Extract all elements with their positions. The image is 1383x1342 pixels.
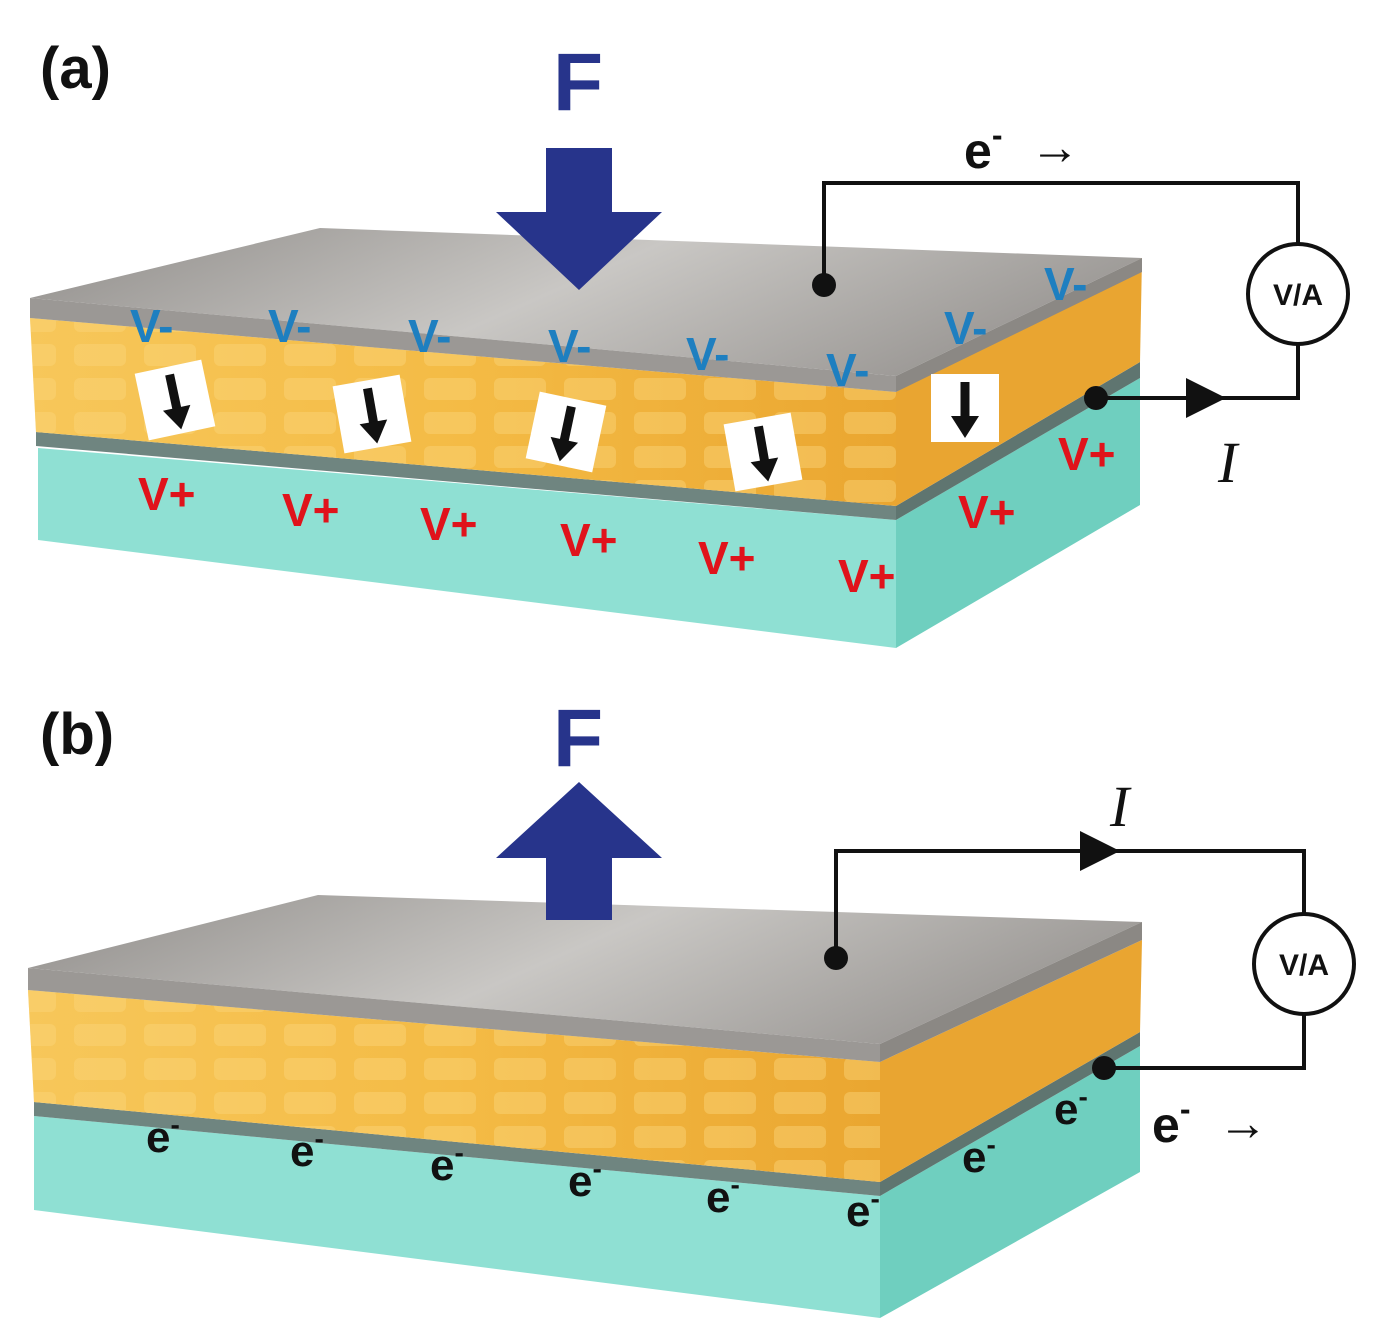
substrate-front	[38, 448, 896, 648]
panel-a: (a) F	[30, 36, 1350, 648]
bottom-contact-a	[1084, 386, 1108, 410]
top-electrode-front	[28, 968, 880, 1062]
dipole-4	[723, 412, 803, 492]
positive-charge: V+	[282, 484, 340, 536]
electron: e-	[430, 1137, 464, 1190]
voltmeter-a	[1246, 242, 1350, 346]
electron-flow-label-a: e-	[964, 117, 1002, 179]
force-arrow-up	[496, 782, 662, 920]
electron: e-	[290, 1123, 324, 1176]
top-electrode-surface	[30, 228, 1142, 376]
electron: e-	[846, 1183, 880, 1236]
panel-b: (b) F e- e- e- e- e- e- e- e-	[28, 693, 1356, 1318]
piezo-layer-texture	[28, 990, 880, 1182]
meter-label-a: V/A	[1273, 279, 1323, 312]
current-arrow-b	[1080, 831, 1120, 871]
top-electrode-front	[30, 298, 896, 392]
electron-flow-arrow-b: →	[1218, 1095, 1268, 1151]
force-arrow-down	[496, 148, 662, 290]
panel-b-label: (b)	[40, 702, 114, 767]
negative-charge: V-	[826, 344, 869, 396]
electron: e-	[1054, 1081, 1088, 1134]
electron: e-	[962, 1129, 996, 1182]
circuit-a	[822, 181, 1300, 400]
bottom-electrode-side	[880, 1032, 1140, 1196]
negative-charge: V-	[548, 320, 591, 372]
wire-top-a	[822, 181, 1300, 285]
current-arrow-a	[1186, 378, 1226, 418]
force-label-b: F	[553, 693, 603, 784]
dipole-5	[931, 374, 999, 442]
piezo-layer-texture	[30, 318, 896, 506]
top-electrode-surface	[28, 895, 1142, 1044]
wire-bottom-b	[1104, 1014, 1306, 1070]
positive-charge: V+	[560, 514, 618, 566]
dipole-3	[525, 391, 607, 473]
negative-charge: V-	[944, 302, 987, 354]
piezo-layer-side	[896, 258, 1142, 506]
positive-charge: V+	[420, 498, 478, 550]
electron-flow-arrow-a: →	[1030, 119, 1080, 175]
circuit-b	[834, 849, 1306, 1070]
panel-a-label: (a)	[40, 36, 111, 101]
substrate-front	[34, 1116, 880, 1318]
negative-charge: V-	[686, 328, 729, 380]
negative-charge: V-	[130, 300, 173, 352]
top-electrode-side	[896, 258, 1142, 392]
substrate-side	[896, 378, 1140, 648]
positive-charge: V+	[698, 532, 756, 584]
piezo-layer-side	[880, 940, 1142, 1182]
electron: e-	[706, 1169, 740, 1222]
negative-charge: V-	[268, 300, 311, 352]
negative-charge: V-	[408, 310, 451, 362]
dipole-1	[134, 359, 216, 441]
voltmeter-b	[1252, 912, 1356, 1016]
electron: e-	[146, 1109, 180, 1162]
electron-flow-label-b: e-	[1152, 1091, 1190, 1153]
force-label-a: F	[553, 37, 603, 128]
wire-top-b	[834, 849, 1306, 958]
bottom-electrode-front	[34, 1102, 880, 1196]
positive-charge: V+	[958, 486, 1016, 538]
current-label-b: I	[1109, 774, 1132, 839]
current-label-a: I	[1217, 430, 1240, 495]
electron: e-	[568, 1153, 602, 1206]
positive-charge: V+	[138, 468, 196, 520]
dipole-2	[332, 374, 412, 454]
top-electrode-side	[880, 922, 1142, 1062]
top-contact-a	[812, 273, 836, 297]
bottom-contact-b	[1092, 1056, 1116, 1080]
positive-charge: V+	[1058, 428, 1116, 480]
positive-charge: V+	[838, 550, 896, 602]
bottom-electrode-side	[896, 362, 1140, 520]
bottom-electrode-front	[36, 432, 896, 520]
meter-label-b: V/A	[1279, 949, 1329, 982]
negative-charge: V-	[1044, 258, 1087, 310]
top-contact-b	[824, 946, 848, 970]
substrate-side	[880, 1046, 1140, 1318]
wire-bottom-a	[1096, 340, 1300, 400]
